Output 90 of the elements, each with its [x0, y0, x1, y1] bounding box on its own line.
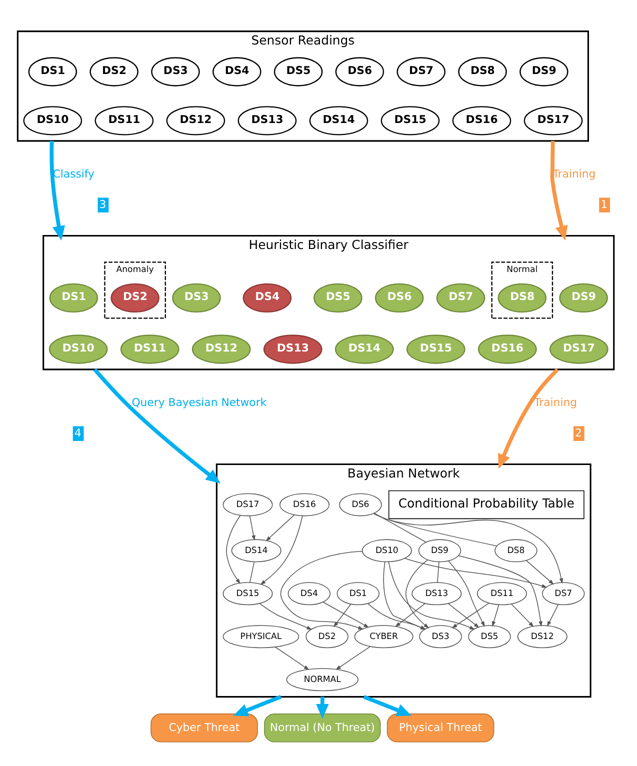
node-ellipse: DS16 — [452, 106, 512, 135]
node-ellipse: DS10 — [48, 334, 108, 364]
label: 2 — [575, 426, 582, 439]
node-ellipse: DS4 — [288, 582, 331, 605]
node-ellipse: DS6 — [339, 492, 382, 516]
node-ellipse: DS3 — [151, 56, 200, 86]
connector — [374, 512, 426, 542]
arrow — [274, 646, 310, 670]
node-ellipse: DS17 — [524, 106, 583, 135]
connector — [373, 512, 498, 546]
node-ellipse: DS17 — [222, 492, 273, 516]
node-ellipse: DS12 — [192, 334, 251, 364]
arrow — [448, 560, 485, 626]
node-ellipse: DS10 — [23, 106, 82, 135]
node-ellipse: DS9 — [559, 282, 608, 312]
edge-label: Query Bayesian Network — [132, 396, 267, 409]
node-ellipse: DS5 — [314, 282, 362, 312]
node-ellipse: DS6 — [335, 56, 384, 86]
node-ellipse: DS16 — [280, 492, 330, 516]
arrow — [510, 603, 534, 627]
node-box: Conditional Probability Table — [388, 490, 584, 519]
node-ellipse: DS8 — [458, 56, 507, 86]
node-ellipse: DS11 — [94, 106, 154, 135]
node-ellipse: DS1 — [28, 56, 78, 86]
arrow — [335, 646, 371, 670]
node-ellipse: DS7 — [436, 282, 486, 312]
arrow — [260, 514, 303, 584]
node-ellipse: DS13 — [238, 106, 297, 135]
node-ellipse: DS6 — [374, 282, 424, 312]
node-ellipse: DS16 — [478, 334, 537, 364]
arrow — [526, 560, 554, 584]
node-ellipse: DS8 — [498, 282, 547, 312]
node-ellipse: DS13 — [263, 334, 322, 364]
node-ellipse: DS12 — [166, 106, 226, 135]
node-ellipse: DS11 — [476, 582, 527, 605]
node-box: Physical Threat — [386, 713, 494, 742]
node-box: Normal (No Threat) — [264, 713, 381, 742]
node-ellipse: DS14 — [231, 538, 282, 562]
arrow — [550, 140, 568, 240]
arrow — [50, 140, 66, 240]
node-box: Cyber Threat — [150, 713, 258, 742]
node-ellipse: DS1 — [49, 282, 98, 312]
arrow — [404, 558, 548, 588]
connector — [250, 560, 255, 582]
node-ellipse: DS12 — [517, 624, 568, 648]
arrow — [259, 602, 312, 630]
arrow — [448, 602, 480, 628]
node-ellipse: DS13 — [412, 582, 462, 605]
label: 3 — [99, 197, 106, 210]
node-ellipse: DS9 — [418, 538, 462, 562]
arrow — [492, 604, 500, 626]
node-ellipse: DS2 — [90, 56, 138, 86]
edge-label: Classify — [52, 167, 95, 180]
node-ellipse: NORMAL — [286, 668, 358, 691]
node-ellipse: DS5 — [274, 56, 323, 86]
arrow — [452, 602, 490, 628]
label: 1 — [600, 197, 608, 210]
arrow — [395, 602, 426, 627]
arrow — [373, 512, 564, 584]
node-ellipse: DS14 — [309, 106, 368, 135]
node-ellipse: DS15 — [380, 106, 440, 135]
arrow — [93, 368, 220, 483]
node-ellipse: DS2 — [110, 282, 160, 312]
node-ellipse: DS4 — [212, 56, 262, 86]
node-ellipse: DS7 — [396, 56, 446, 86]
node-ellipse: DS1 — [336, 582, 380, 605]
node-ellipse: DS15 — [222, 582, 273, 605]
arrow — [266, 514, 295, 541]
connector — [437, 560, 440, 582]
node-ellipse: DS10 — [362, 538, 412, 562]
node-ellipse: PHYSICAL — [222, 624, 300, 648]
node-ellipse: DS8 — [494, 538, 538, 562]
arrow — [249, 514, 256, 540]
arrow — [226, 514, 241, 584]
node-ellipse: DS3 — [172, 282, 221, 312]
node-ellipse: DS4 — [242, 282, 292, 312]
arrow — [458, 554, 542, 626]
label: 4 — [74, 426, 82, 439]
node-ellipse: DS15 — [406, 334, 466, 364]
node-ellipse: DS17 — [549, 334, 608, 364]
arrow — [280, 550, 364, 630]
node-ellipse: DS11 — [120, 334, 180, 364]
arrow — [334, 603, 352, 627]
node-ellipse: DS9 — [520, 56, 568, 86]
arrow — [322, 601, 370, 628]
arrow — [547, 604, 559, 626]
edge-label: Training — [552, 167, 596, 180]
edge-label: Training — [534, 396, 578, 409]
arrow — [498, 368, 559, 468]
node-ellipse: DS14 — [334, 334, 394, 364]
